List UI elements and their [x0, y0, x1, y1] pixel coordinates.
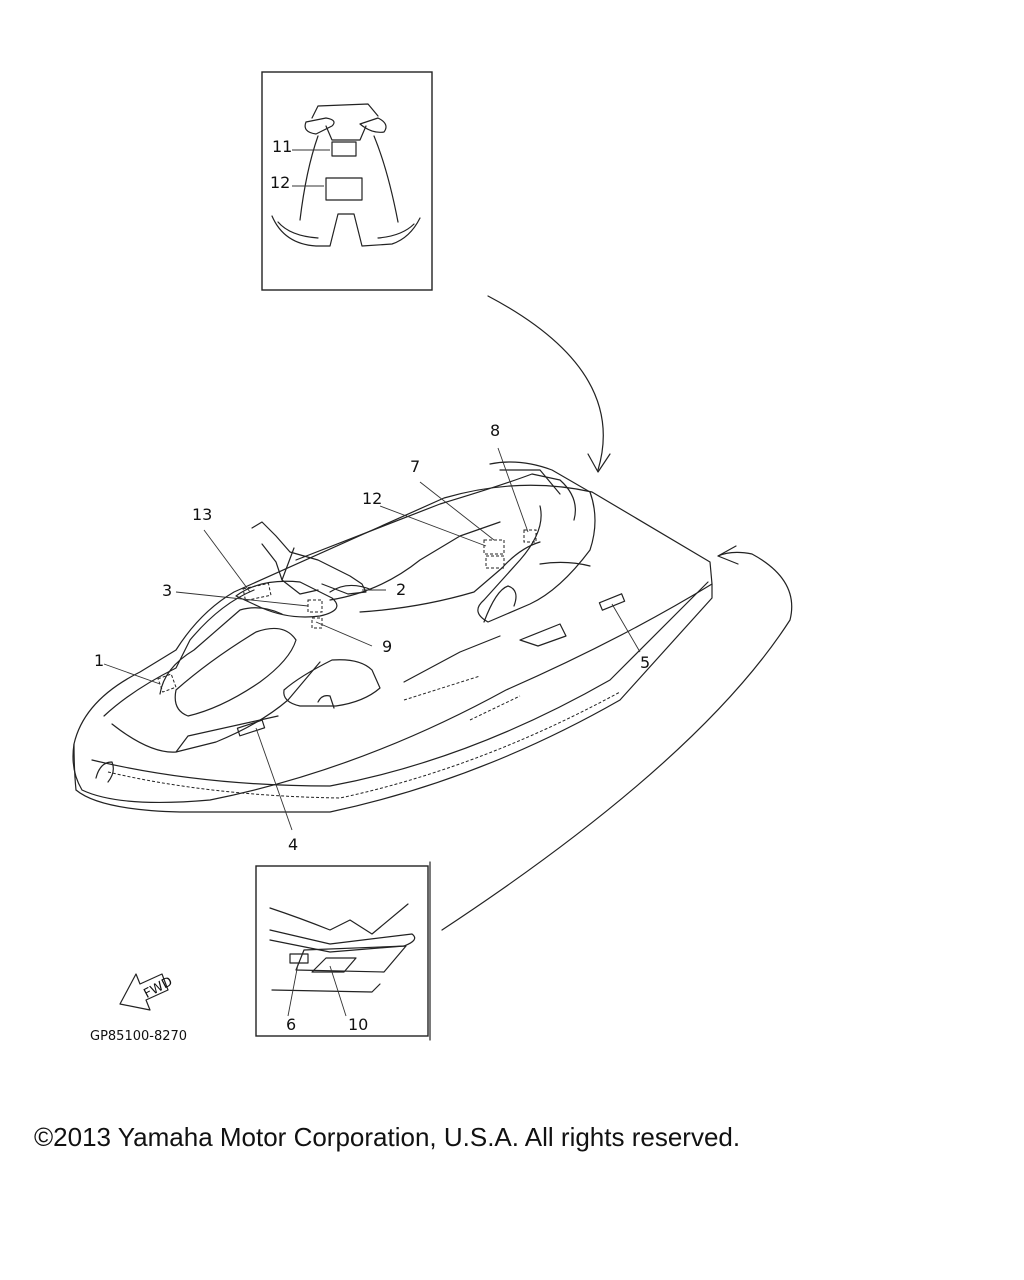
decal-13: [242, 582, 272, 602]
decal-4: [236, 719, 266, 737]
callout-12-top: 12: [270, 173, 290, 192]
leader-6: [287, 963, 299, 1017]
arrow-bottom-inset: [441, 545, 793, 931]
callout-12-main: 12: [362, 489, 382, 508]
leader-10: [329, 965, 347, 1017]
callout-3: 3: [162, 581, 172, 600]
decal-6: [289, 953, 309, 964]
part-code: GP85100-8270: [90, 1029, 187, 1044]
callout-5: 5: [640, 653, 650, 672]
callout-9: 9: [382, 637, 392, 656]
watercraft-drawing: [72, 461, 713, 813]
callout-7: 7: [410, 457, 420, 476]
callout-11: 11: [272, 137, 292, 156]
callout-numbers: 1 2 3 4 5 7 8 9 12 13: [94, 421, 650, 854]
console-drawing: [271, 103, 421, 247]
fwd-label: FWD: [141, 974, 175, 1001]
callout-4: 4: [288, 835, 298, 854]
bottom-inset: 6 10: [255, 861, 431, 1041]
decal-8: [523, 529, 537, 543]
decal-5: [598, 593, 626, 611]
stern-drawing: [269, 903, 416, 993]
callout-6: 6: [286, 1015, 296, 1034]
top-inset-frame: [261, 71, 433, 291]
decal-12-main: [483, 539, 505, 555]
decal-3: [307, 599, 323, 613]
callout-10: 10: [348, 1015, 368, 1034]
arrow-top-inset: [487, 295, 611, 473]
callout-8: 8: [490, 421, 500, 440]
callout-1: 1: [94, 651, 104, 670]
callout-13: 13: [192, 505, 212, 524]
fwd-arrow-icon: [119, 973, 169, 1011]
callout-2: 2: [396, 580, 406, 599]
decal-9: [311, 617, 323, 629]
decal-1: [157, 673, 177, 693]
copyright-notice: ©2013 Yamaha Motor Corporation, U.S.A. A…: [34, 1122, 741, 1152]
leader-lines: [103, 447, 641, 831]
decal-10: [311, 957, 357, 973]
decal-7: [485, 555, 505, 569]
top-inset: 11 12: [261, 71, 433, 291]
fwd-indicator: FWD: [119, 973, 175, 1011]
